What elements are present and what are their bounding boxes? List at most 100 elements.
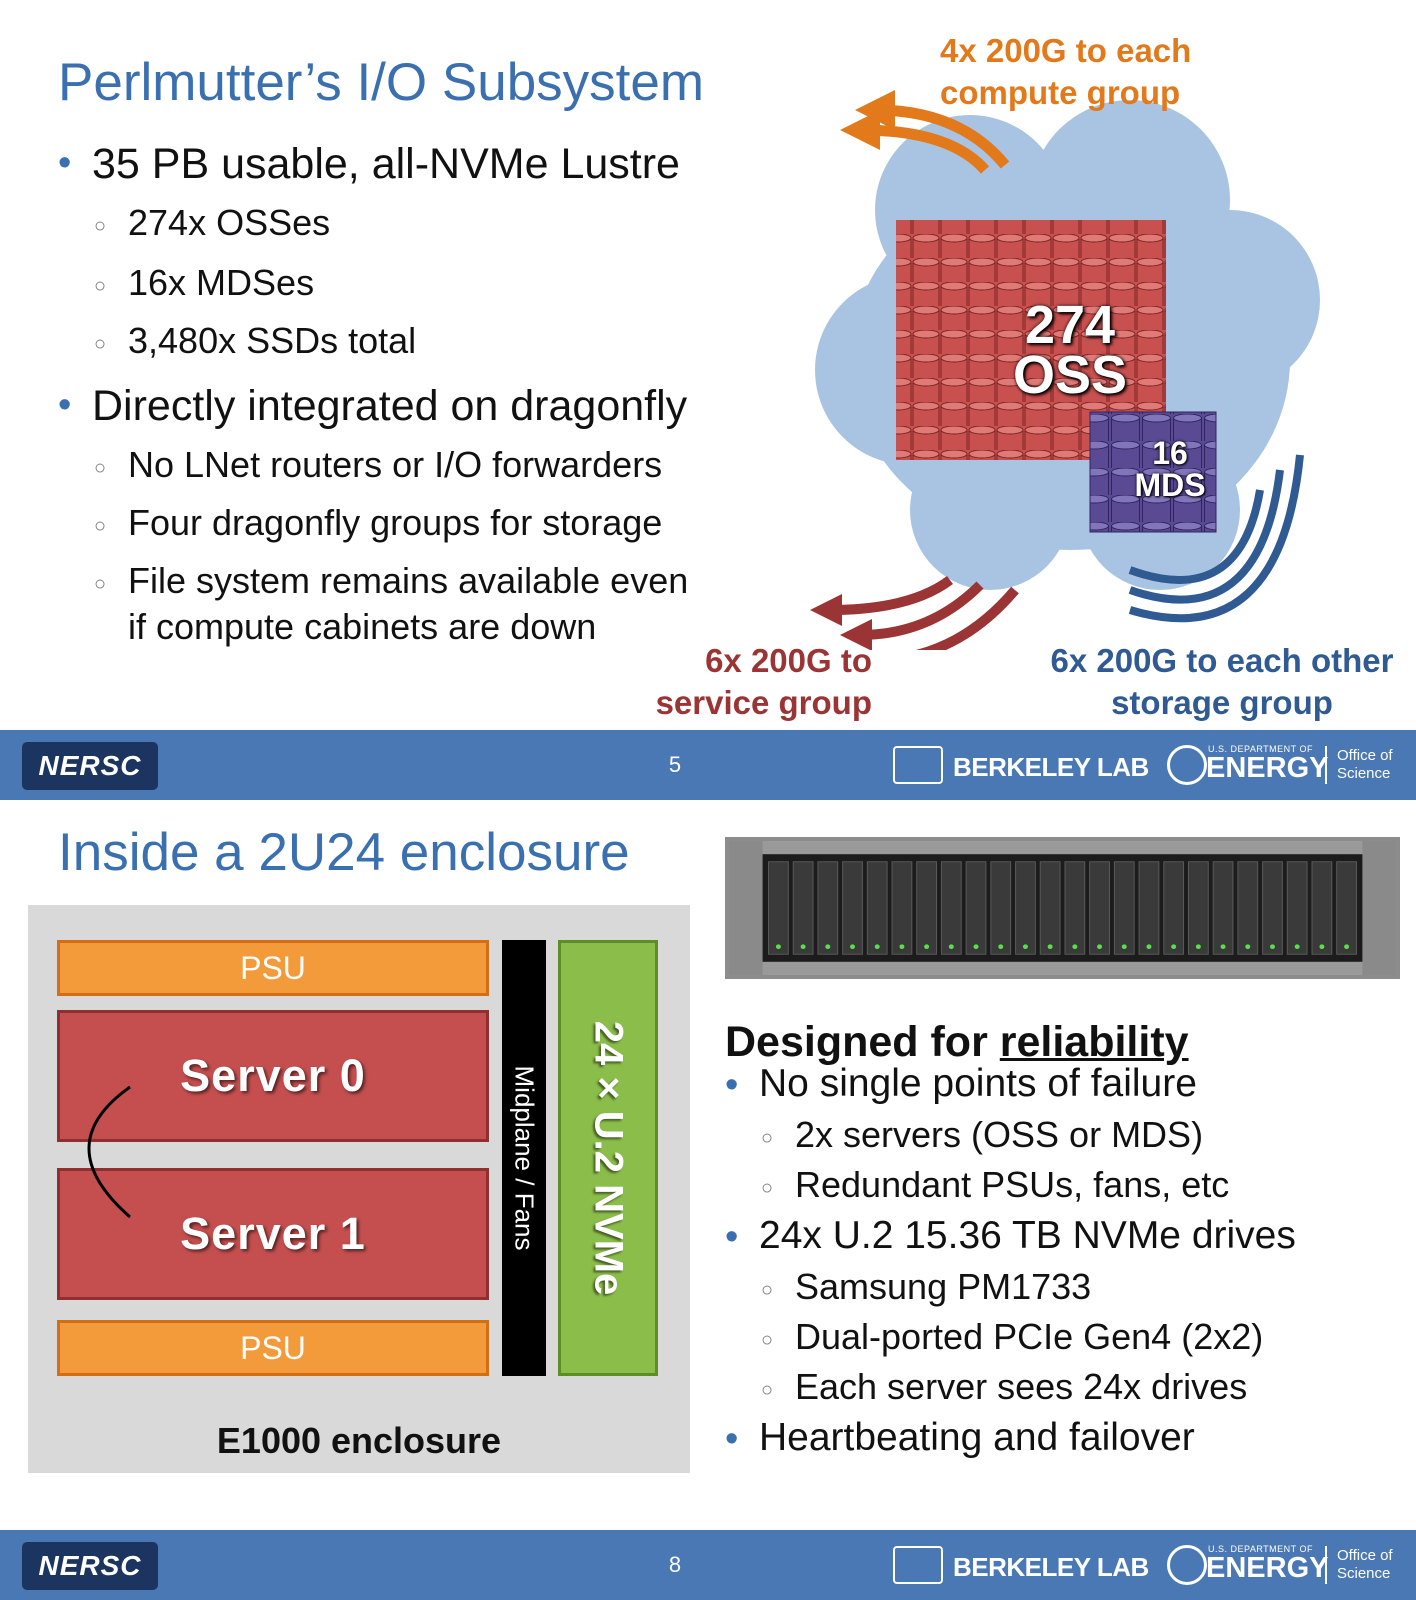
- drive-led: [973, 944, 979, 950]
- drive-bay: [916, 861, 938, 955]
- sub-bullet: File system remains available even: [58, 560, 688, 606]
- design-heading: Designed for reliability: [725, 1018, 1189, 1067]
- drive-bay: [1064, 861, 1086, 955]
- sub-bullet: 3,480x SSDs total: [58, 320, 688, 382]
- drive-bay: [1138, 861, 1160, 955]
- drive-led: [800, 944, 806, 950]
- drive-bay: [1212, 861, 1234, 955]
- drive-bay: [891, 861, 913, 955]
- callout-line: 6x 200G to: [705, 642, 872, 679]
- psu-top: PSU: [57, 940, 489, 996]
- drive-led: [825, 944, 831, 950]
- nersc-logo: NERSC: [22, 742, 158, 790]
- drive-led: [1344, 944, 1350, 950]
- berkeley-lab-icon: [893, 1546, 943, 1584]
- drive-led: [1220, 944, 1226, 950]
- service-group-callout: 6x 200G to service group: [636, 640, 872, 724]
- drive-bay: [792, 861, 814, 955]
- drive-led: [1121, 944, 1127, 950]
- drive-bay: [1311, 861, 1333, 955]
- page-number: 5: [668, 752, 682, 777]
- drive-led: [874, 944, 880, 950]
- slide-title: Perlmutter’s I/O Subsystem: [58, 53, 705, 112]
- drive-led: [1146, 944, 1152, 950]
- divider: [1325, 746, 1327, 784]
- office-of-science: Office of Science: [1337, 1547, 1393, 1583]
- drive-bay: [1039, 861, 1061, 955]
- bullet: 35 PB usable, all-NVMe Lustre: [58, 140, 688, 202]
- drive-led: [1047, 944, 1053, 950]
- doe-small-text: U.S. DEPARTMENT OF: [1208, 1544, 1314, 1554]
- oss-label: 274 OSS: [1000, 295, 1140, 405]
- oss-count: 274: [1024, 295, 1116, 355]
- slide-enclosure: Inside a 2U24 enclosure PSU Server 0 Ser…: [0, 800, 1416, 1600]
- midplane-label: Midplane / Fans: [509, 1065, 540, 1251]
- drive-led: [1294, 944, 1300, 950]
- drive-bay: [1089, 861, 1110, 955]
- sub-bullet: 2x servers (OSS or MDS): [725, 1114, 1296, 1164]
- mds-text: MDS: [1134, 467, 1206, 503]
- design-prefix: Designed for: [725, 1018, 1000, 1066]
- drive-bay: [1336, 861, 1357, 955]
- psu-bottom: PSU: [57, 1320, 489, 1376]
- drive-bay: [1187, 861, 1209, 955]
- slide-io-subsystem: Perlmutter’s I/O Subsystem 35 PB usable,…: [0, 0, 1416, 800]
- sub-bullet: Four dragonfly groups for storage: [58, 502, 688, 560]
- server-1: Server 1: [57, 1168, 489, 1300]
- drive-bay: [866, 861, 888, 955]
- office-of-science: Office of Science: [1337, 747, 1393, 783]
- slide-title: Inside a 2U24 enclosure: [58, 823, 630, 882]
- bullet: 24x U.2 15.36 TB NVMe drives: [725, 1214, 1296, 1266]
- drive-led: [850, 944, 855, 950]
- drive-led: [1097, 944, 1103, 950]
- drive-bay: [1237, 861, 1259, 955]
- drive-led: [775, 944, 781, 950]
- page-number: 8: [668, 1552, 682, 1577]
- office-line: Office of: [1337, 747, 1393, 764]
- doe-seal-icon: [1167, 1545, 1207, 1585]
- enclosure-label: E1000 enclosure: [216, 1420, 502, 1461]
- drive-bay: [940, 861, 962, 955]
- callout-line: service group: [655, 684, 872, 721]
- bullet: No single points of failure: [725, 1062, 1296, 1114]
- sub-bullet-continuation: if compute cabinets are down: [128, 606, 597, 647]
- drive-led: [1270, 944, 1275, 950]
- sub-bullet: Redundant PSUs, fans, etc: [725, 1164, 1296, 1214]
- mds-count: 16: [1152, 435, 1188, 471]
- drive-led: [1022, 944, 1028, 950]
- berkeley-lab-name: BERKELEY LAB: [953, 752, 1149, 782]
- sub-bullet: Each server sees 24x drives: [725, 1366, 1296, 1416]
- enclosure-photo: [725, 837, 1400, 979]
- drive-led: [998, 944, 1004, 950]
- doe-energy-text: ENERGY: [1206, 752, 1329, 784]
- drive-led: [1319, 944, 1325, 950]
- slide-footer: NERSC 5 BERKELEY LAB U.S. DEPARTMENT OF …: [0, 730, 1416, 800]
- slide-footer: NERSC 8 BERKELEY LAB U.S. DEPARTMENT OF …: [0, 1530, 1416, 1600]
- bullet-list: No single points of failure 2x servers (…: [725, 1062, 1296, 1468]
- nvme-label: 24 × U.2 NVMe: [586, 1020, 631, 1296]
- berkeley-lab-name: BERKELEY LAB: [953, 1552, 1149, 1582]
- drive-led: [1195, 944, 1201, 950]
- bullet-list: 35 PB usable, all-NVMe Lustre 274x OSSes…: [58, 140, 688, 652]
- drive-led: [1072, 944, 1078, 950]
- doe-small-text: U.S. DEPARTMENT OF: [1208, 744, 1314, 754]
- drive-led: [948, 944, 954, 950]
- bullet: Directly integrated on dragonfly: [58, 382, 688, 444]
- doe-seal-icon: [1167, 745, 1207, 785]
- drive-led: [1245, 944, 1251, 950]
- drive-led: [1171, 944, 1177, 950]
- drive-bay: [990, 861, 1012, 955]
- sub-bullet: Samsung PM1733: [725, 1266, 1296, 1316]
- callout-line: 4x 200G to each: [940, 32, 1192, 69]
- callout-line: 6x 200G to each other: [1050, 642, 1394, 679]
- design-emphasis: reliability: [999, 1018, 1189, 1066]
- service-arrows: [829, 575, 1019, 650]
- office-line: Science: [1337, 765, 1391, 782]
- bullet: Heartbeating and failover: [725, 1416, 1296, 1468]
- storage-arcs: [1128, 454, 1304, 623]
- sub-bullet: Dual-ported PCIe Gen4 (2x2): [725, 1316, 1296, 1366]
- oss-text: OSS: [1012, 345, 1128, 405]
- failover-link: [87, 1085, 131, 1219]
- compute-group-callout: 4x 200G to each compute group: [940, 30, 1191, 114]
- drive-led: [899, 944, 905, 950]
